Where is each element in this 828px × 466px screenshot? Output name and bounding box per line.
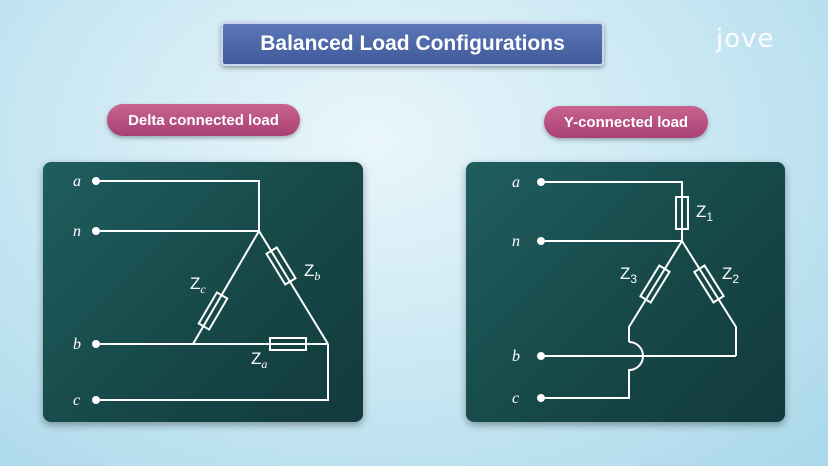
delta-left-branch: [192, 230, 260, 345]
terminal-n-label: n: [512, 233, 520, 250]
terminal-c-dot: [537, 394, 545, 402]
terminal-a-label: a: [73, 173, 81, 190]
delta-load-label: Delta connected load: [107, 104, 300, 136]
impedance-z1-resistor: [675, 196, 689, 230]
terminal-a-label: a: [512, 174, 520, 191]
terminal-n-label: n: [73, 223, 81, 240]
jove-logo: jove: [716, 24, 775, 54]
wire-c: [100, 344, 329, 401]
terminal-c-label: c: [512, 390, 519, 407]
wye-load-label: Y-connected load: [544, 106, 708, 138]
delta-circuit-panel: a n b c Zc Zb Za: [43, 162, 363, 422]
impedance-z2-resistor: [692, 264, 726, 304]
impedance-za-label: Za: [251, 349, 267, 371]
terminal-a-dot: [537, 178, 545, 186]
terminal-n-dot: [537, 237, 545, 245]
impedance-z2-label: Z2: [722, 264, 739, 286]
wye-circuit-panel: a n b c Z1 Z3 Z2: [466, 162, 785, 422]
wire-a: [100, 180, 260, 231]
terminal-a-dot: [92, 177, 100, 185]
impedance-zb-label: Zb: [304, 261, 320, 283]
page-title: Balanced Load Configurations: [221, 22, 604, 66]
terminal-c-label: c: [73, 392, 80, 409]
wye-right-branch: [681, 240, 737, 356]
terminal-b-dot: [92, 340, 100, 348]
wire-a: [545, 181, 683, 241]
wye-left-branch: [628, 240, 683, 342]
terminal-b-dot: [537, 352, 545, 360]
wye-circuit-diagram: a n b c Z1 Z3 Z2: [512, 174, 739, 407]
impedance-zc-label: Zc: [190, 274, 206, 296]
impedance-z3-label: Z3: [620, 264, 637, 286]
terminal-c-dot: [92, 396, 100, 404]
impedance-za-resistor: [269, 337, 307, 351]
impedance-zb-resistor: [265, 246, 297, 286]
impedance-z1-label: Z1: [696, 202, 713, 224]
impedance-z3-resistor: [639, 264, 671, 304]
terminal-b-label: b: [512, 348, 520, 365]
terminal-b-label: b: [73, 336, 81, 353]
delta-right-branch: [258, 230, 329, 345]
wire-c: [545, 341, 644, 399]
delta-circuit-diagram: a n b c Zc Zb Za: [73, 173, 329, 409]
terminal-n-dot: [92, 227, 100, 235]
impedance-zc-resistor: [197, 291, 229, 331]
